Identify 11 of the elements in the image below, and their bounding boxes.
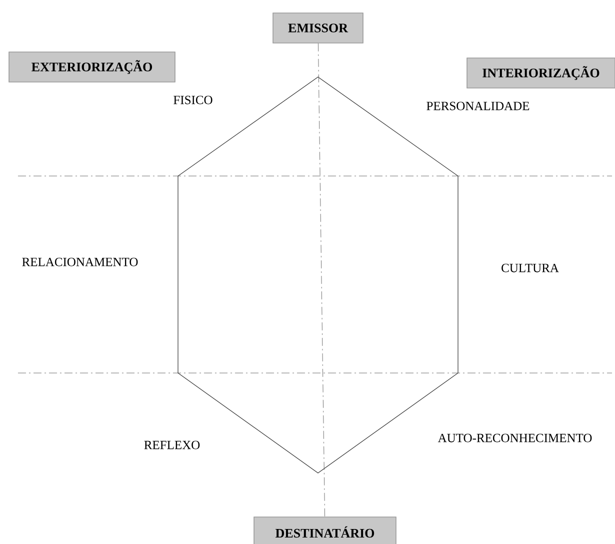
- facet-label: CULTURA: [502, 264, 559, 272]
- facet-label: PERSONALIDADE: [426, 102, 530, 110]
- facet-label: FISICO: [174, 96, 212, 104]
- label-box: EMISSOR: [272, 12, 364, 44]
- facet-label: REFLEXO: [144, 440, 200, 450]
- facet-label: RELACIONAMENTO: [22, 258, 138, 266]
- label-box: INTERIORIZAÇÃO: [466, 58, 615, 88]
- facet-label: AUTO-RECONHECIMENTO: [438, 434, 592, 442]
- axis-line: [318, 43, 325, 517]
- label-box: DESTINATÁRIO: [254, 516, 396, 544]
- label-box: EXTERIORIZAÇÃO: [8, 52, 176, 82]
